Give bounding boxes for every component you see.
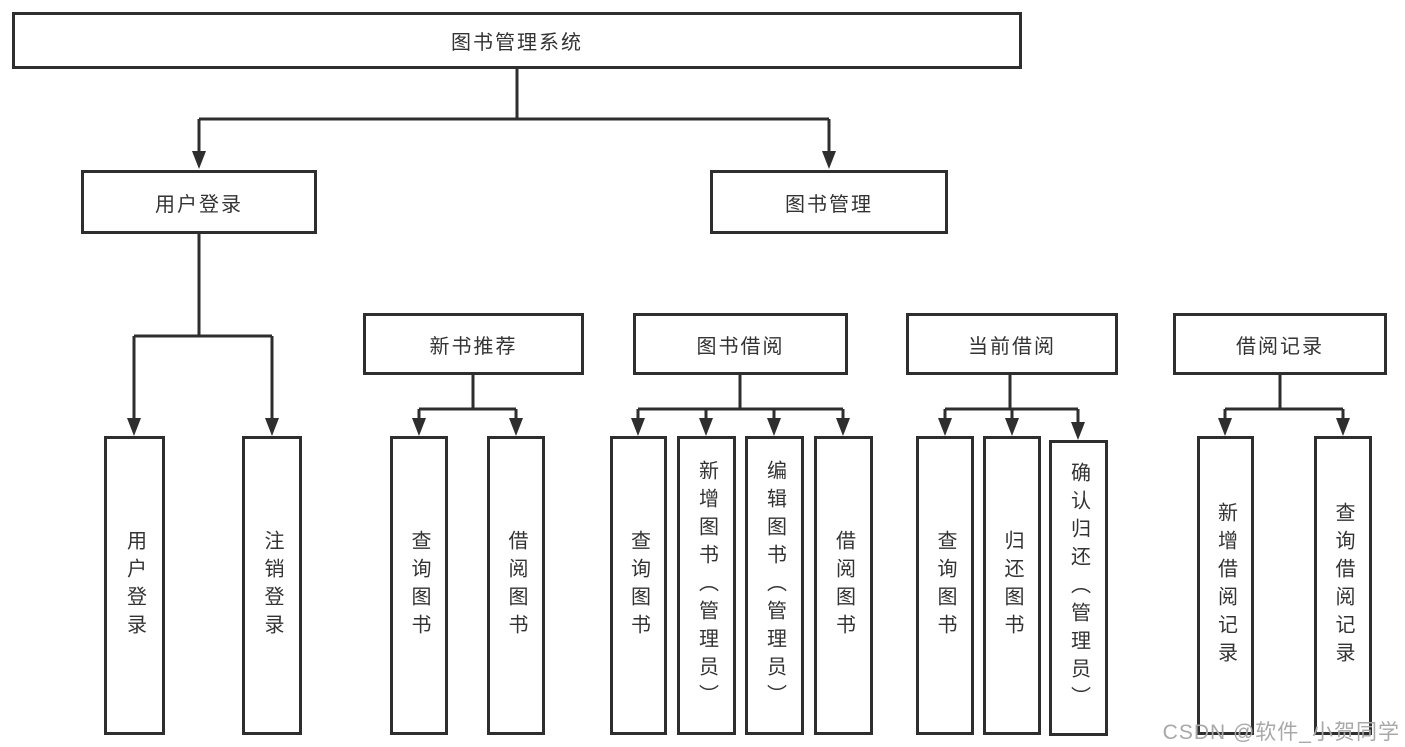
leaf-query-books-borrow-label: 查询图书 [627,529,650,642]
node-book-borrow-label: 图书借阅 [696,335,785,358]
leaf-add-books-admin-label: 新增图书（管理员） [695,459,718,712]
node-root-label: 图书管理系统 [451,32,583,54]
node-borrow-records-label: 借阅记录 [1236,335,1324,358]
leaf-logout-label: 注销登录 [261,529,283,642]
connector-borrow-children [636,375,845,420]
leaf-borrow-books-label: 借阅图书 [832,529,855,642]
leaf-query-books-borrow: 查询图书 [610,436,667,735]
node-current-borrow: 当前借阅 [906,313,1118,375]
connector-records-children [1223,375,1345,420]
leaf-add-borrow-record: 新增借阅记录 [1197,436,1254,735]
leaf-return-books-label: 归还图书 [1001,529,1023,642]
leaf-edit-books-admin: 编辑图书（管理员） [745,436,804,735]
leaf-query-books-current-label: 查询图书 [934,529,956,642]
leaf-confirm-return-admin-label: 确认归还（管理员） [1067,462,1090,714]
leaf-edit-books-admin-label: 编辑图书（管理员） [763,459,786,712]
node-current-borrow-label: 当前借阅 [968,335,1056,358]
node-user-login-label: 用户登录 [155,193,243,216]
leaf-user-login: 用户登录 [104,436,165,735]
leaf-query-books-recommend: 查询图书 [390,436,448,735]
arrowhead [412,418,426,436]
leaf-borrow-books: 借阅图书 [814,436,873,735]
connector-current-children [943,375,1080,424]
leaf-query-borrow-record-label: 查询借阅记录 [1332,501,1354,670]
arrowhead [1218,418,1232,436]
node-borrow-records: 借阅记录 [1173,313,1387,375]
leaf-user-login-label: 用户登录 [123,529,146,642]
arrowhead [631,418,645,436]
leaf-add-borrow-record-label: 新增借阅记录 [1214,501,1237,670]
node-root: 图书管理系统 [12,12,1022,69]
leaf-query-borrow-record: 查询借阅记录 [1314,436,1372,735]
leaf-confirm-return-admin: 确认归还（管理员） [1049,440,1108,736]
leaf-logout: 注销登录 [242,436,302,735]
leaf-return-books: 归还图书 [983,436,1041,735]
node-book-management-label: 图书管理 [785,193,873,216]
arrowhead [1071,422,1085,440]
arrowhead [265,418,279,436]
arrowhead [767,418,781,436]
leaf-query-books-recommend-label: 查询图书 [408,529,430,642]
arrowhead [1005,418,1019,436]
arrowhead [938,418,952,436]
node-new-book-recommend: 新书推荐 [363,313,584,375]
leaf-borrow-books-recommend-label: 借阅图书 [505,529,527,642]
arrowhead [822,151,836,169]
node-user-login: 用户登录 [81,170,317,234]
node-new-book-recommend-label: 新书推荐 [429,335,518,358]
connector-newbook-children [417,375,518,420]
csdn-watermark: CSDN @软件_小贺同学 [1162,721,1400,744]
leaf-borrow-books-recommend: 借阅图书 [487,436,545,735]
arrowhead [1336,418,1350,436]
connector-root-to-level2 [197,69,831,153]
arrowhead [509,418,523,436]
leaf-add-books-admin: 新增图书（管理员） [677,436,736,735]
arrowhead [699,418,713,436]
leaf-query-books-current: 查询图书 [916,436,974,735]
node-book-borrow: 图书借阅 [633,313,848,375]
node-book-management: 图书管理 [710,170,948,234]
arrowhead [192,151,206,169]
arrowhead [836,418,850,436]
connector-login-children [132,234,274,420]
arrowhead [127,418,141,436]
